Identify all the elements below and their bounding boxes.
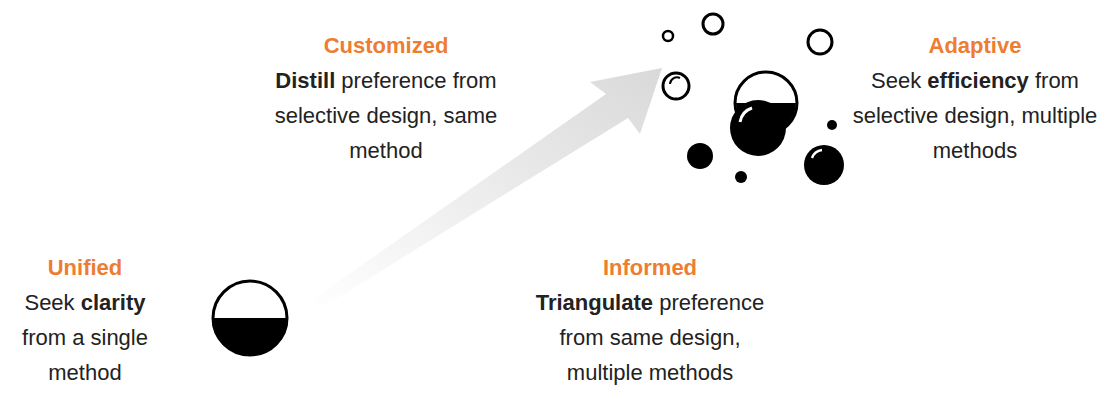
stage-description: Triangulate preference from same design,…	[520, 285, 780, 390]
stage-description: Distill preference from selective design…	[268, 63, 504, 168]
text-group: InformedTriangulate preference from same…	[520, 250, 780, 390]
text-group: UnifiedSeek clarity from a single method	[5, 250, 165, 390]
text-group: CustomizedDistill preference from select…	[268, 28, 504, 168]
half-filled-circle	[212, 281, 288, 356]
stage-heading: Informed	[520, 250, 780, 285]
text-group: AdaptiveSeek efficiency from selective d…	[852, 28, 1098, 168]
stage-description: Seek efficiency from selective design, m…	[852, 63, 1098, 168]
stage-description: Seek clarity from a single method	[5, 285, 165, 390]
stage-heading: Customized	[268, 28, 504, 63]
stage-heading: Adaptive	[852, 28, 1098, 63]
bubbles	[663, 14, 844, 185]
stage-heading: Unified	[5, 250, 165, 285]
